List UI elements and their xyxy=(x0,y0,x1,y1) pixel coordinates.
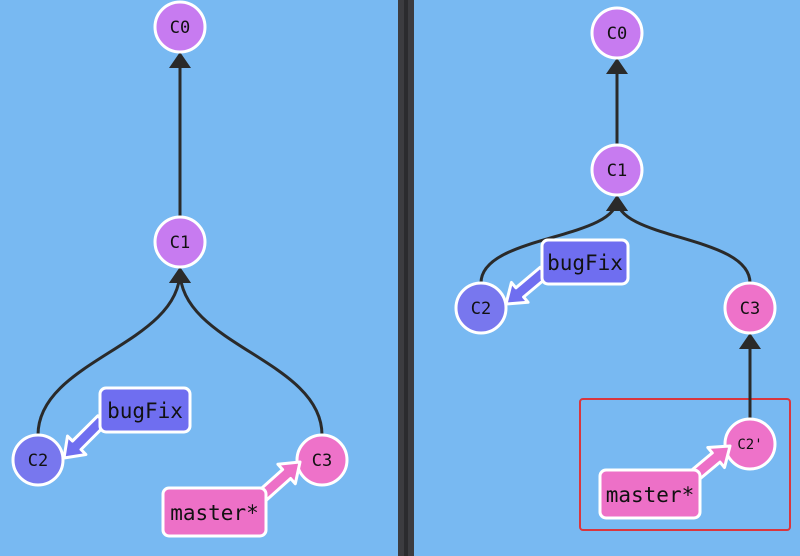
edge-c2-c1 xyxy=(479,198,619,284)
commit-c2[interactable]: C2 xyxy=(454,281,508,335)
branch-tag xyxy=(540,238,630,286)
commit-c0[interactable]: C0 xyxy=(590,6,644,60)
commit-label: C1 xyxy=(170,233,190,253)
commit-label: C2 xyxy=(28,451,48,471)
commit-node xyxy=(11,433,65,487)
commit-label: C2 xyxy=(471,299,491,319)
arrowhead-c1-c0 xyxy=(606,58,628,74)
commit-label: C0 xyxy=(170,18,190,38)
arrowhead-c2p-c3 xyxy=(739,333,761,349)
arrowhead-c3-c1 xyxy=(606,195,628,211)
commit-node xyxy=(454,281,508,335)
branch-master[interactable]: master* xyxy=(598,468,702,520)
branch-label: bugFix xyxy=(547,251,623,275)
branch-label: bugFix xyxy=(107,399,183,423)
edge-c3-c1 xyxy=(178,270,324,436)
edge-c3-c1 xyxy=(615,198,752,284)
commit-node xyxy=(153,215,207,269)
commit-node xyxy=(723,417,777,471)
commit-node xyxy=(590,143,644,197)
commit-node xyxy=(723,281,777,335)
commit-label: C1 xyxy=(607,161,627,181)
branch-bugfix[interactable]: bugFix xyxy=(540,238,630,286)
arrowhead-c3-c1 xyxy=(169,267,191,283)
panel-divider xyxy=(398,0,414,556)
commit-c1[interactable]: C1 xyxy=(153,215,207,269)
commit-node xyxy=(590,6,644,60)
branch-bugfix[interactable]: bugFix xyxy=(98,386,192,434)
commit-c1[interactable]: C1 xyxy=(590,143,644,197)
commit-label: C3 xyxy=(312,451,332,471)
branch-master[interactable]: master* xyxy=(161,486,268,538)
branch-tag xyxy=(598,468,702,520)
branch-tag xyxy=(98,386,192,434)
commit-label: C2' xyxy=(737,437,762,453)
edge-c2-c1 xyxy=(36,270,182,436)
commit-label: C0 xyxy=(607,24,627,44)
commit-c3[interactable]: C3 xyxy=(723,281,777,335)
branch-label: master* xyxy=(170,501,259,525)
commit-label: C3 xyxy=(740,299,760,319)
branch-tag xyxy=(161,486,268,538)
branch-label: master* xyxy=(606,483,695,507)
commit-node xyxy=(153,0,207,54)
highlight-box xyxy=(579,398,791,531)
commit-c2[interactable]: C2 xyxy=(11,433,65,487)
commit-c0[interactable]: C0 xyxy=(153,0,207,54)
arrowhead-c1-c0 xyxy=(169,52,191,68)
commit-c2p[interactable]: C2' xyxy=(723,417,777,471)
commit-node xyxy=(295,433,349,487)
commit-c3[interactable]: C3 xyxy=(295,433,349,487)
